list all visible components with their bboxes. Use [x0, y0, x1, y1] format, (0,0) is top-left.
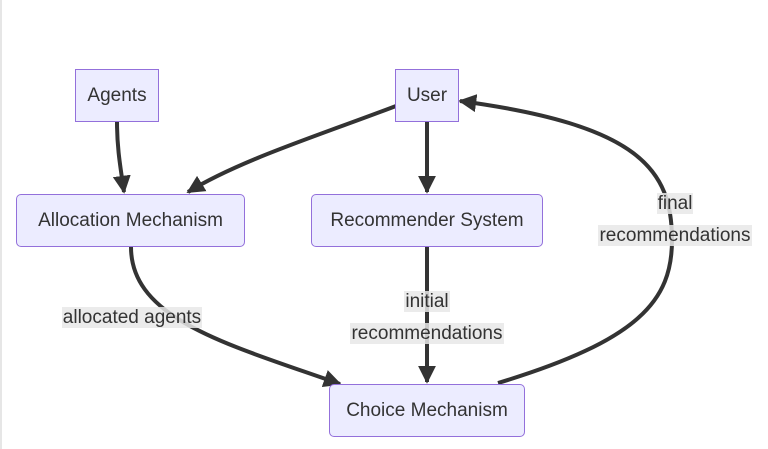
node-choice-mechanism: Choice Mechanism [329, 384, 525, 437]
edge-label-final-line2: recommendations [598, 225, 752, 246]
node-recommender-label: Recommender System [330, 209, 524, 231]
edge-label-allocated-agents: allocated agents [49, 302, 215, 334]
edge-label-final-recommendations: final recommendations [586, 188, 764, 252]
node-agents: Agents [75, 69, 159, 122]
node-allocation-label: Allocation Mechanism [38, 209, 223, 231]
edge-label-initial-recommendations: initial recommendations [336, 286, 518, 350]
left-border-strip [0, 0, 2, 449]
edge-label-allocated-text: allocated agents [61, 307, 203, 328]
node-recommender-system: Recommender System [311, 194, 543, 247]
edge-user-to-allocation [186, 104, 397, 194]
node-user-label: User [406, 84, 448, 106]
node-agents-label: Agents [87, 84, 147, 106]
edge-label-final-line1: final [656, 193, 694, 214]
node-allocation-mechanism: Allocation Mechanism [16, 194, 245, 247]
edge-allocation-to-choice [129, 246, 342, 388]
edge-label-initial-line2: recommendations [350, 323, 504, 344]
edge-label-initial-line1: initial [404, 291, 450, 312]
node-user: User [395, 69, 459, 122]
edge-agents-to-allocation [112, 121, 131, 194]
node-choice-label: Choice Mechanism [346, 399, 508, 421]
